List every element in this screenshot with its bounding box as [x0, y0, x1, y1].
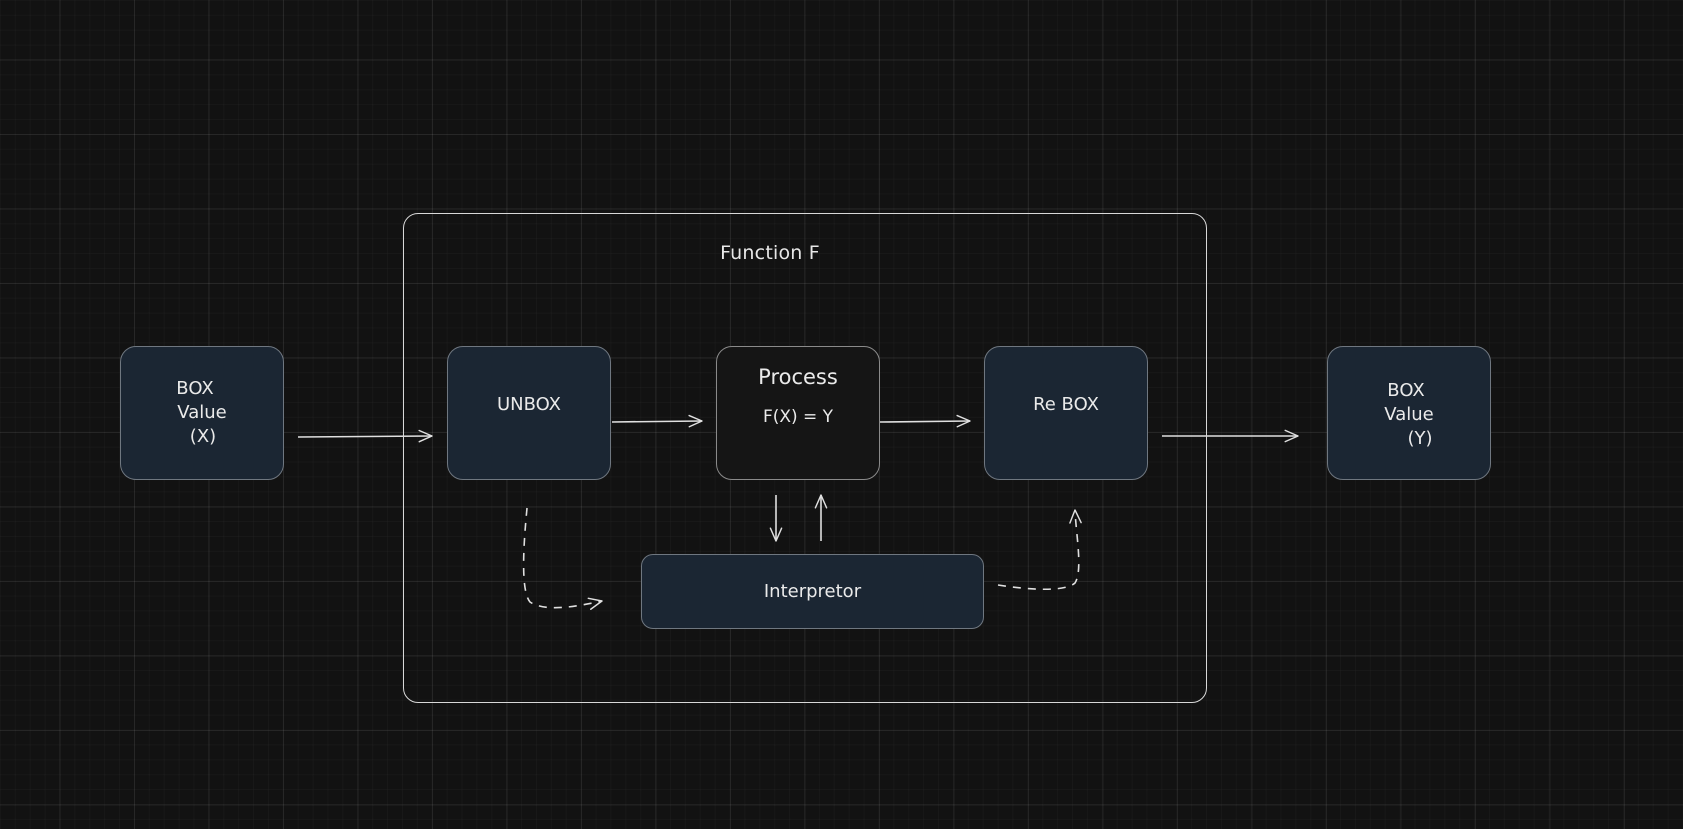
interpreter-label: Interpretor [764, 580, 861, 604]
rebox-label: Re BOX [1033, 393, 1099, 417]
input-box-node[interactable]: BOX Value (X) [120, 346, 284, 480]
input-value-label: Value [177, 401, 226, 425]
input-var-label: (X) [190, 425, 216, 449]
unbox-label: UNBOX [497, 393, 561, 417]
output-box-node[interactable]: BOX Value (Y) [1327, 346, 1491, 480]
interpreter-node[interactable]: Interpretor [641, 554, 984, 629]
rebox-node[interactable]: Re BOX [984, 346, 1148, 480]
input-box-label: BOX [176, 377, 213, 401]
process-formula: F(X) = Y [763, 405, 833, 429]
function-frame-title: Function F [680, 242, 860, 264]
process-title: Process [758, 363, 838, 391]
output-var-label: (Y) [1407, 427, 1432, 451]
process-node[interactable]: Process F(X) = Y [716, 346, 880, 480]
unbox-node[interactable]: UNBOX [447, 346, 611, 480]
output-value-label: Value [1384, 403, 1433, 427]
output-box-label: BOX [1387, 379, 1424, 403]
